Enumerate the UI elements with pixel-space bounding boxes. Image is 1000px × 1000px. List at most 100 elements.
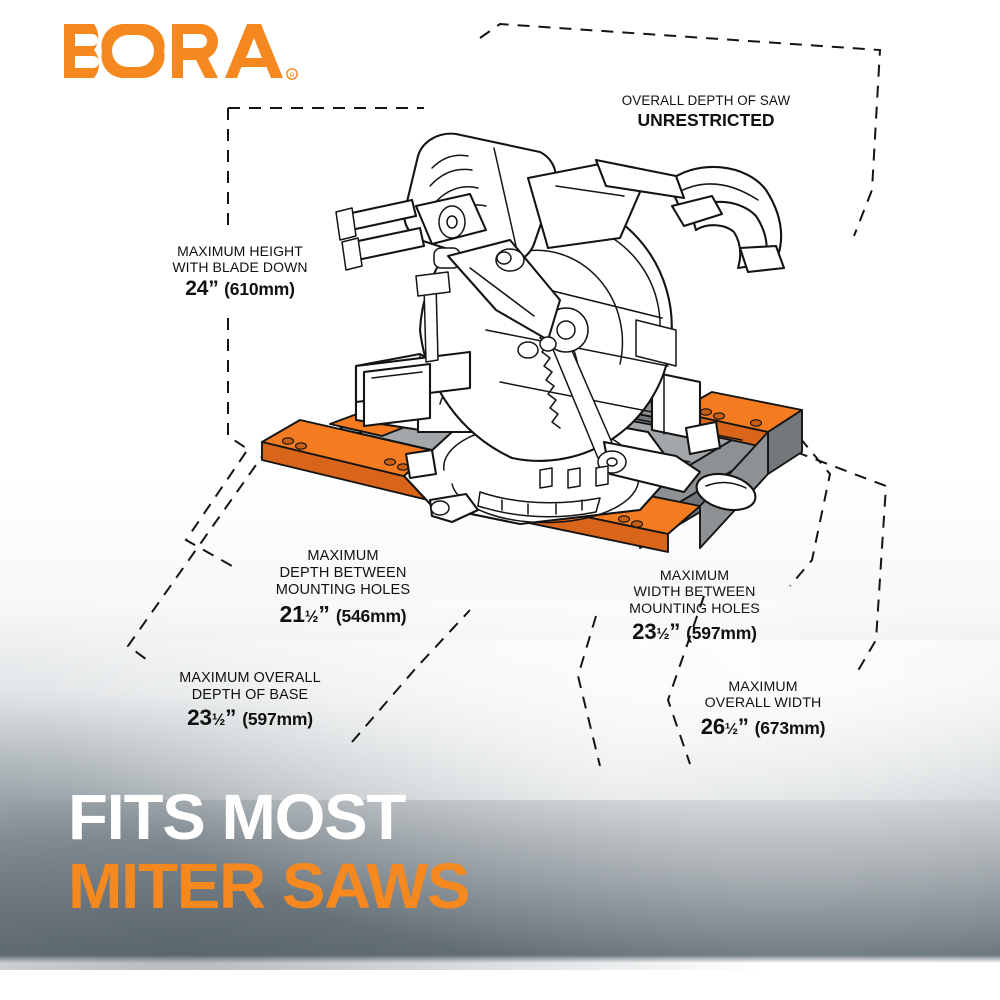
callout-line: MAXIMUM [659, 568, 730, 584]
support-plate-seam [371, 371, 423, 379]
value-fraction: ½ [211, 711, 226, 730]
motor-vent-2 [429, 168, 473, 187]
value-inch-mark: ” [318, 600, 330, 627]
callout-line: MAXIMUM [728, 679, 798, 695]
handle-base-tab [738, 244, 786, 274]
value-metric: (673mm) [754, 717, 826, 738]
value-fraction: ½ [304, 606, 319, 626]
value-inch-mark: ” [208, 277, 219, 301]
leader-overall-width-a [795, 451, 888, 675]
callout-value: 21½” (546mm) [238, 601, 448, 628]
handle-bridge [594, 158, 686, 200]
headline-line-2: MITER SAWS [68, 849, 470, 922]
callout-overall-depth-of-saw: OVERALL DEPTH OF SAW UNRESTRICTED [598, 93, 814, 130]
leader-overall-depth-b [351, 609, 471, 743]
linkage-pin-2 [539, 336, 557, 352]
leader-overall-width-b [666, 595, 705, 765]
value-inch-mark: ” [225, 705, 237, 731]
linkage-pin-1 [517, 341, 539, 359]
motor-housing-seam [493, 147, 517, 247]
rail-pivot-boss [438, 205, 466, 239]
mounting-hole [383, 458, 397, 466]
headline-line-1: FITS MOST [68, 781, 406, 853]
callout-line: MOUNTING HOLES [629, 600, 760, 617]
value-whole: 24 [185, 277, 209, 301]
saw-rear-foot [684, 420, 722, 456]
callout-max-overall-width: MAXIMUM OVERALL WIDTH 26½” (673mm) [658, 679, 868, 739]
value-whole: 21 [279, 600, 305, 627]
marketing-headline: FITS MOST MITER SAWS [68, 785, 470, 917]
callout-value: 23½” (597mm) [145, 705, 355, 731]
link-seam [555, 185, 625, 197]
clamp-head [415, 271, 451, 297]
mounting-hole [699, 408, 713, 416]
leader-overall-depth-a [126, 447, 269, 663]
value-fraction: ½ [656, 626, 670, 644]
callout-max-depth-between-mounting-holes: MAXIMUM DEPTH BETWEEN MOUNTING HOLES 21½… [238, 548, 448, 627]
callout-line: MOUNTING HOLES [275, 581, 411, 598]
value-metric: (597mm) [686, 623, 757, 644]
callout-line: MAXIMUM OVERALL [179, 670, 321, 686]
blade-arbor-bolt [556, 320, 576, 340]
miter-lock-knob [430, 500, 450, 516]
bora-wordmark-icon: R [64, 23, 298, 80]
callout-line: DEPTH BETWEEN [279, 564, 407, 581]
turntable-tab-3 [595, 465, 609, 487]
leader-depth-of-saw [479, 22, 882, 237]
callout-line: WITH BLADE DOWN [172, 259, 308, 276]
lever-pivot-hole [606, 457, 618, 467]
mounting-hole [630, 520, 644, 528]
dust-port [670, 194, 724, 228]
callout-value: 24” (610mm) [140, 277, 340, 301]
callout-value: 23½” (597mm) [592, 619, 797, 645]
slide-lever-knob [695, 472, 757, 512]
svg-text:R: R [289, 72, 294, 79]
callout-line: WIDTH BETWEEN [633, 584, 756, 601]
turntable-tab-2 [567, 467, 581, 489]
value-fraction: ½ [724, 720, 738, 738]
callout-line: MAXIMUM HEIGHT [177, 243, 303, 259]
mounting-hole [294, 442, 308, 450]
turntable-tab-1 [539, 467, 553, 489]
arm-seam [469, 267, 535, 317]
turntable-scale-strip [477, 491, 601, 518]
callout-line: DEPTH OF BASE [191, 686, 309, 703]
guard-notch [635, 319, 677, 367]
rail-pivot-hole [446, 215, 458, 229]
callout-value: 26½” (673mm) [658, 714, 868, 740]
guard-arc-inner-2 [519, 249, 624, 365]
left-support-plate [362, 362, 432, 428]
mounting-hole [281, 437, 295, 445]
mounting-hole [712, 412, 726, 420]
callout-line: OVERALL WIDTH [704, 695, 822, 712]
value-metric: (597mm) [242, 709, 313, 730]
leader-width-between-holes-a [789, 437, 832, 587]
value-whole: 23 [632, 619, 657, 645]
slide-rail-endcap-2 [341, 237, 363, 271]
value-metric: (610mm) [224, 279, 295, 300]
leader-depth-between-holes [184, 451, 247, 567]
turntable-detents [501, 499, 583, 515]
leader-max-height-lower [227, 318, 253, 453]
callout-max-height-with-blade-down: MAXIMUM HEIGHT WITH BLADE DOWN 24” (610m… [140, 243, 340, 302]
value-whole: 23 [187, 705, 212, 731]
callout-max-overall-depth-of-base: MAXIMUM OVERALL DEPTH OF BASE 23½” (597m… [145, 670, 355, 732]
value-inch-mark: ” [737, 713, 749, 739]
callout-emphasis: UNRESTRICTED [637, 109, 775, 130]
mounting-hole [617, 515, 631, 523]
value-inch-mark: ” [669, 619, 681, 645]
bevel-knob-cap [496, 251, 512, 265]
callout-max-width-between-mounting-holes: MAXIMUM WIDTH BETWEEN MOUNTING HOLES 23½… [592, 568, 797, 645]
miter-saw-illustration [335, 132, 786, 526]
mounting-hole [749, 419, 763, 427]
saw-front-foot [404, 448, 438, 480]
bora-logo: R [62, 22, 302, 84]
callout-line: MAXIMUM [307, 548, 379, 564]
value-metric: (546mm) [335, 605, 407, 626]
dimension-leader-lines [126, 22, 888, 767]
lever-knob-highlight [705, 481, 747, 489]
slide-rail-endcap-1 [335, 207, 357, 241]
value-whole: 26 [700, 713, 725, 739]
